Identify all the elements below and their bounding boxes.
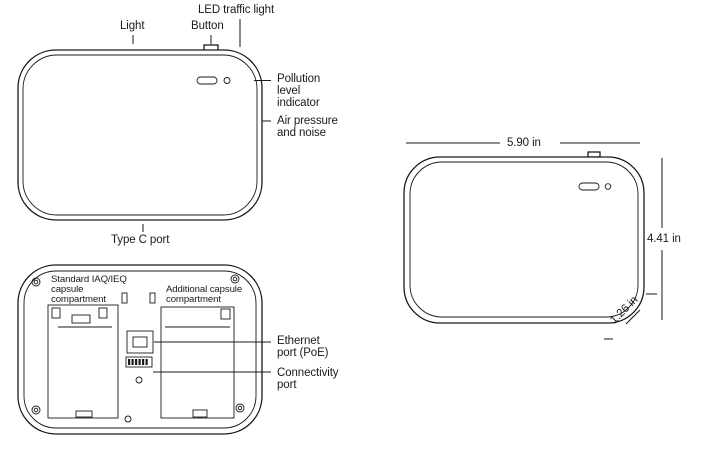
- front-view: [17, 19, 271, 232]
- depth-dim-line-diag: [625, 309, 641, 325]
- pollution-indicator-label: Pollution level indicator: [277, 73, 320, 109]
- ethernet-port-label: Ethernet port (PoE): [277, 335, 329, 359]
- front-device-body: [17, 49, 263, 221]
- standard-line-1: Standard IAQ/IEQ: [51, 274, 127, 285]
- pollution-led-pill: [196, 76, 218, 85]
- screw-tl: [31, 277, 41, 287]
- width-dimension-label: 5.90 in: [507, 137, 541, 149]
- center-screw: [124, 415, 132, 423]
- additional-compartment-slot: [149, 292, 156, 304]
- dim-led-dot: [604, 183, 612, 190]
- type-c-port-label: Type C port: [111, 234, 170, 246]
- standard-compartment-label: Standard IAQ/IEQ capsule compartment: [51, 275, 127, 305]
- dim-button-nub: [587, 151, 601, 158]
- additional-line-2: compartment: [166, 294, 221, 305]
- additional-compartment-latch: [220, 308, 231, 320]
- standard-compartment-slot: [121, 292, 128, 304]
- additional-compartment-tab-bottom: [192, 409, 208, 418]
- air-pressure-label: Air pressure and noise: [277, 115, 338, 139]
- ethernet-port: [126, 330, 154, 354]
- pollution-line-3: indicator: [277, 97, 320, 109]
- air-pressure-line-2: and noise: [277, 127, 326, 139]
- back-device-inner: [23, 270, 257, 429]
- pollution-led-dot: [223, 77, 231, 84]
- dim-device-inner: [409, 161, 639, 318]
- pollution-line-2: level: [277, 85, 301, 97]
- standard-compartment-latch-2: [98, 307, 108, 319]
- led-traffic-light-label: LED traffic light: [198, 4, 275, 16]
- screw-tr: [230, 274, 240, 284]
- connectivity-pins: [128, 359, 148, 365]
- screw-br: [235, 403, 245, 413]
- connectivity-screw: [135, 376, 143, 384]
- standard-capsule-compartment: [47, 304, 119, 419]
- connectivity-line-1: Connectivity: [277, 367, 339, 379]
- air-pressure-line-1: Air pressure: [277, 115, 338, 127]
- screw-bl: [31, 405, 41, 415]
- dimension-view: [403, 142, 663, 340]
- height-dimension-label: 4.41 in: [647, 233, 681, 245]
- light-label: Light: [120, 20, 145, 32]
- pollution-line-1: Pollution: [277, 73, 321, 85]
- front-device-inner: [22, 54, 258, 216]
- standard-compartment-tab-top: [71, 314, 91, 324]
- standard-compartment-latch: [51, 307, 61, 319]
- connectivity-line-2: port: [277, 379, 297, 391]
- ethernet-line-2: port (PoE): [277, 347, 329, 359]
- additional-line-1: Additional capsule: [166, 284, 243, 295]
- connectivity-port-label: Connectivity port: [277, 367, 339, 391]
- standard-line-3: compartment: [51, 294, 106, 305]
- back-view: [17, 264, 271, 435]
- dim-led-pill: [578, 182, 600, 191]
- additional-compartment-label: Additional capsule compartment: [166, 285, 242, 305]
- ethernet-port-jack: [132, 336, 148, 348]
- dim-device-body: [403, 156, 645, 324]
- button-label: Button: [191, 20, 224, 32]
- additional-capsule-compartment: [160, 306, 235, 419]
- standard-line-2: capsule: [51, 284, 84, 295]
- connectivity-port: [125, 356, 153, 368]
- ethernet-line-1: Ethernet: [277, 335, 320, 347]
- standard-compartment-tab-bottom: [75, 410, 93, 418]
